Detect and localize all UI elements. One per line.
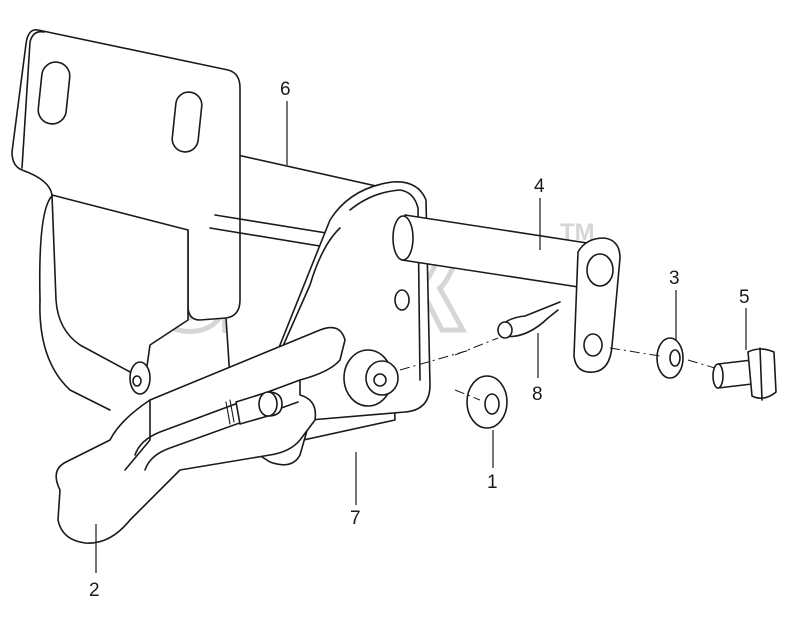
callout-4: 4 (534, 176, 545, 197)
callout-8: 8 (532, 384, 543, 405)
callout-2: 2 (89, 580, 100, 601)
bracket-slot-right (171, 91, 203, 153)
bolt-5 (712, 347, 777, 401)
side-plate-hole (394, 289, 410, 311)
callout-1: 1 (487, 472, 498, 493)
lever-arm (55, 326, 346, 544)
axis-line-bolt (687, 359, 716, 369)
link-plate (573, 237, 621, 373)
axis-line-cotter (454, 337, 499, 356)
axis-line-washer (454, 389, 481, 401)
callout-7: 7 (350, 508, 361, 529)
callout-3: 3 (669, 268, 680, 289)
axis-line-right (609, 347, 661, 357)
callout-5: 5 (739, 287, 750, 308)
cotter-pin (497, 301, 561, 339)
bracket-slot-left (37, 61, 71, 125)
washer-1 (466, 375, 508, 429)
callout-6: 6 (280, 79, 291, 100)
washer-3 (656, 337, 684, 379)
